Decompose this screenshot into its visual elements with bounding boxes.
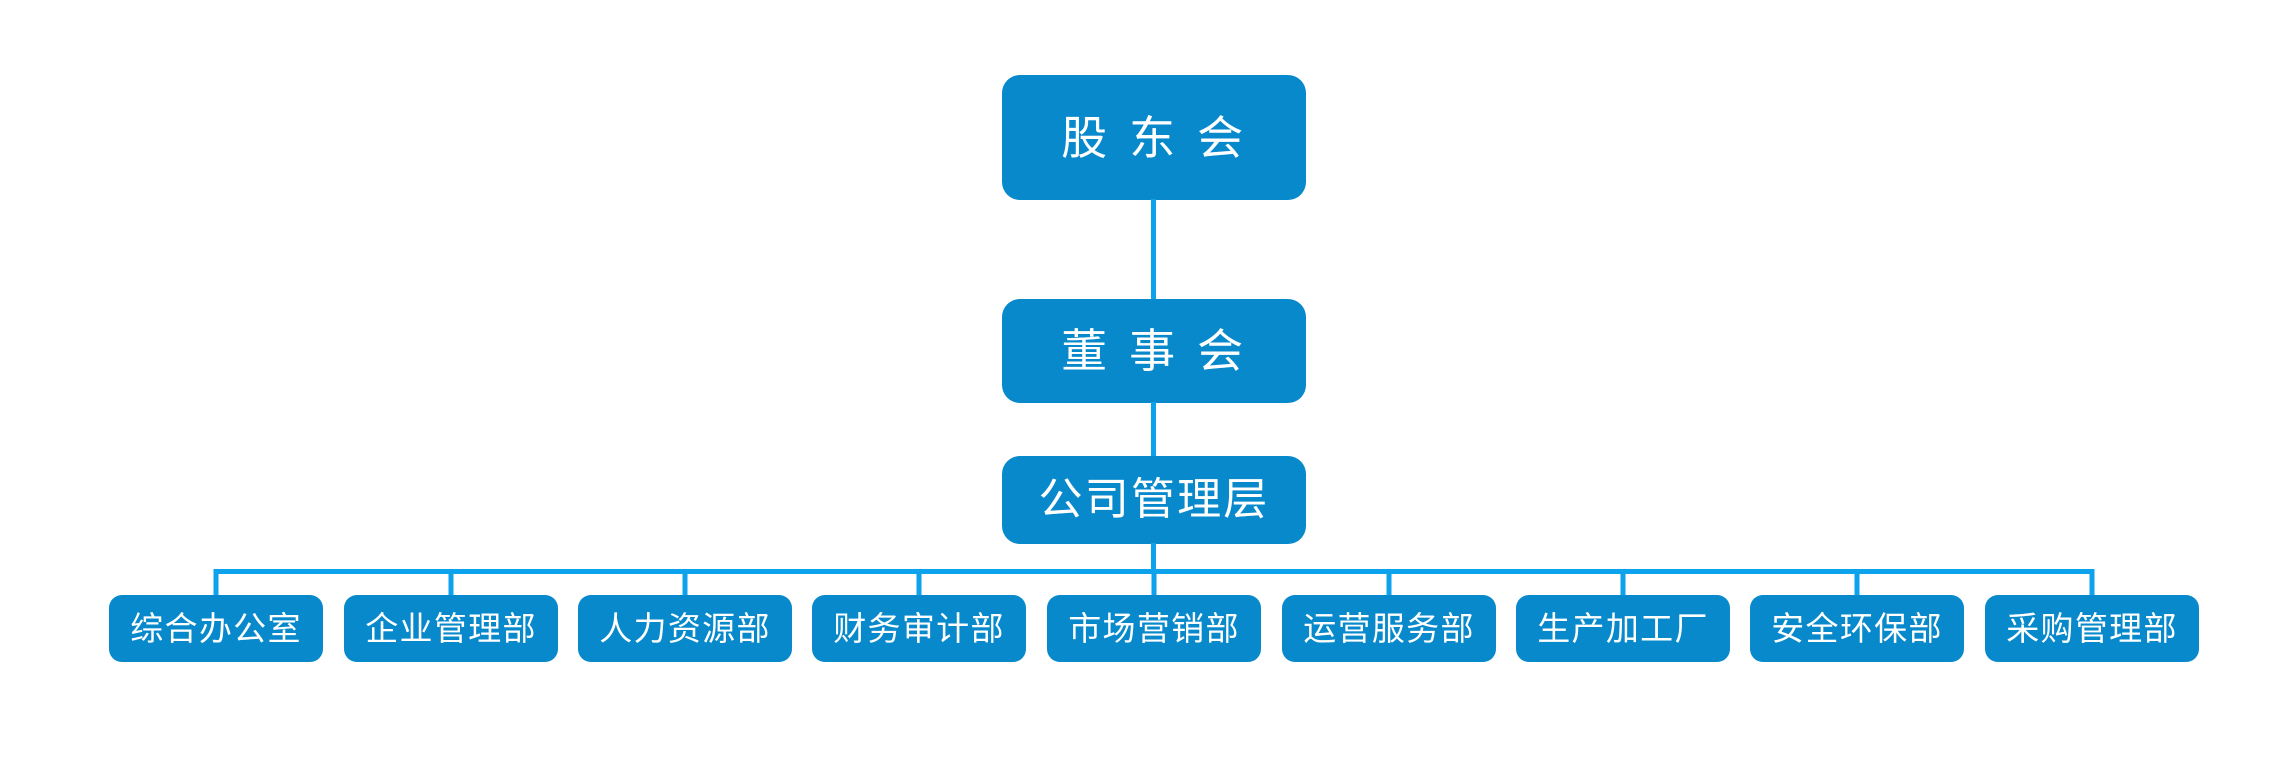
dept-node-operations-service[interactable]: 运营服务部	[1282, 595, 1496, 662]
dept-node-procurement-management[interactable]: 采购管理部	[1985, 595, 2199, 662]
dept-node-enterprise-management[interactable]: 企业管理部	[344, 595, 558, 662]
node-company-management[interactable]: 公司管理层	[1002, 456, 1306, 544]
connector-line-l2-l3	[1151, 402, 1156, 457]
dept-node-marketing[interactable]: 市场营销部	[1047, 595, 1261, 662]
dept-node-safety-environment[interactable]: 安全环保部	[1750, 595, 1964, 662]
dept-node-general-office[interactable]: 综合办公室	[109, 595, 323, 662]
connector-line-l1-l2	[1151, 199, 1156, 300]
node-board-of-directors[interactable]: 董 事 会	[1002, 299, 1306, 403]
dept-node-human-resources[interactable]: 人力资源部	[578, 595, 792, 662]
dept-node-production-plant[interactable]: 生产加工厂	[1516, 595, 1730, 662]
connector-line-l3-rail	[1151, 543, 1156, 571]
dept-node-finance-audit[interactable]: 财务审计部	[812, 595, 1026, 662]
node-shareholders-meeting[interactable]: 股 东 会	[1002, 75, 1306, 200]
